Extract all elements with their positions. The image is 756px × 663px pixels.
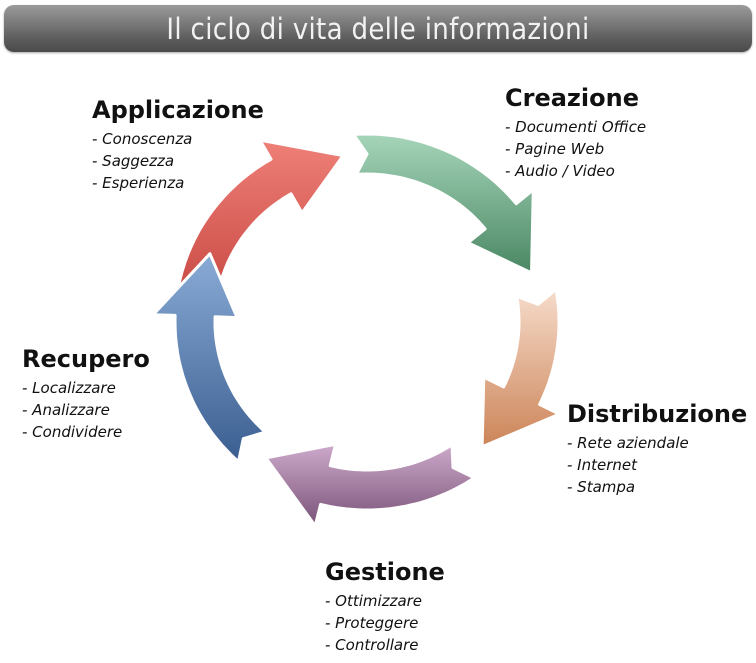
stage-item: - Condividere — [22, 423, 123, 441]
stage-item: - Rete aziendale — [567, 434, 689, 452]
cycle-arrow-gestione-icon — [264, 442, 476, 528]
stage-item: - Pagine Web — [505, 140, 605, 158]
stage-recupero: Recupero - Localizzare - Analizzare - Co… — [22, 345, 150, 443]
stage-title: Recupero — [22, 345, 150, 373]
stage-title: Distribuzione — [567, 400, 748, 428]
stage-item: - Documenti Office — [505, 118, 647, 136]
stage-title: Applicazione — [92, 96, 264, 124]
stage-item: - Saggezza — [92, 152, 175, 170]
stage-gestione: Gestione - Ottimizzare - Proteggere - Co… — [325, 558, 445, 656]
stage-applicazione: Applicazione - Conoscenza - Saggezza - E… — [92, 96, 264, 194]
stage-title: Creazione — [505, 84, 639, 112]
stage-items: - Conoscenza - Saggezza - Esperienza — [92, 128, 264, 194]
stage-items: - Documenti Office - Pagine Web - Audio … — [505, 116, 646, 182]
stage-distribuzione: Distribuzione - Rete aziendale - Interne… — [567, 400, 747, 498]
diagram-title: Il ciclo di vita delle informazioni — [166, 11, 590, 46]
cycle-arrow-recupero-icon — [151, 252, 267, 464]
stage-item: - Conoscenza — [92, 130, 193, 148]
stage-title: Gestione — [325, 558, 445, 586]
stage-items: - Ottimizzare - Proteggere - Controllare — [325, 590, 445, 656]
stage-item: - Analizzare — [22, 401, 110, 419]
stage-item: - Proteggere — [325, 614, 419, 632]
stage-items: - Rete aziendale - Internet - Stampa — [567, 432, 747, 498]
stage-creazione: Creazione - Documenti Office - Pagine We… — [505, 84, 646, 182]
title-banner: Il ciclo di vita delle informazioni — [4, 5, 752, 52]
stage-item: - Ottimizzare — [325, 592, 423, 610]
stage-item: - Localizzare — [22, 379, 116, 397]
stage-item: - Internet — [567, 456, 638, 474]
stage-items: - Localizzare - Analizzare - Condividere — [22, 377, 150, 443]
stage-item: - Audio / Video — [505, 162, 615, 180]
stage-item: - Stampa — [567, 478, 636, 496]
cycle-arrow-distribuzione-icon — [480, 287, 561, 449]
cycle-arrow-creazione-icon — [352, 132, 535, 275]
stage-item: - Esperienza — [92, 174, 185, 192]
stage-item: - Controllare — [325, 636, 419, 654]
